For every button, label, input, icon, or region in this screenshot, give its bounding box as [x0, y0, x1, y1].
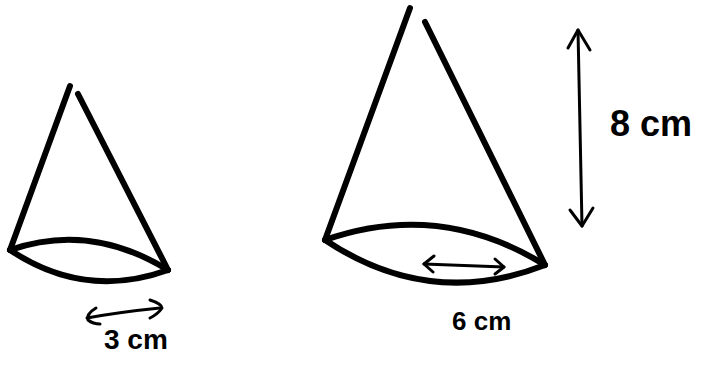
large-cone — [325, 8, 545, 283]
height-arrow — [568, 30, 593, 226]
dimension-arrow — [87, 300, 162, 324]
dimension-label: 3 cm — [104, 326, 168, 354]
dimension-label: 8 cm — [610, 106, 692, 142]
small-cone — [10, 86, 168, 281]
dimension-label: 6 cm — [452, 308, 511, 334]
dimension-arrow — [424, 256, 504, 274]
